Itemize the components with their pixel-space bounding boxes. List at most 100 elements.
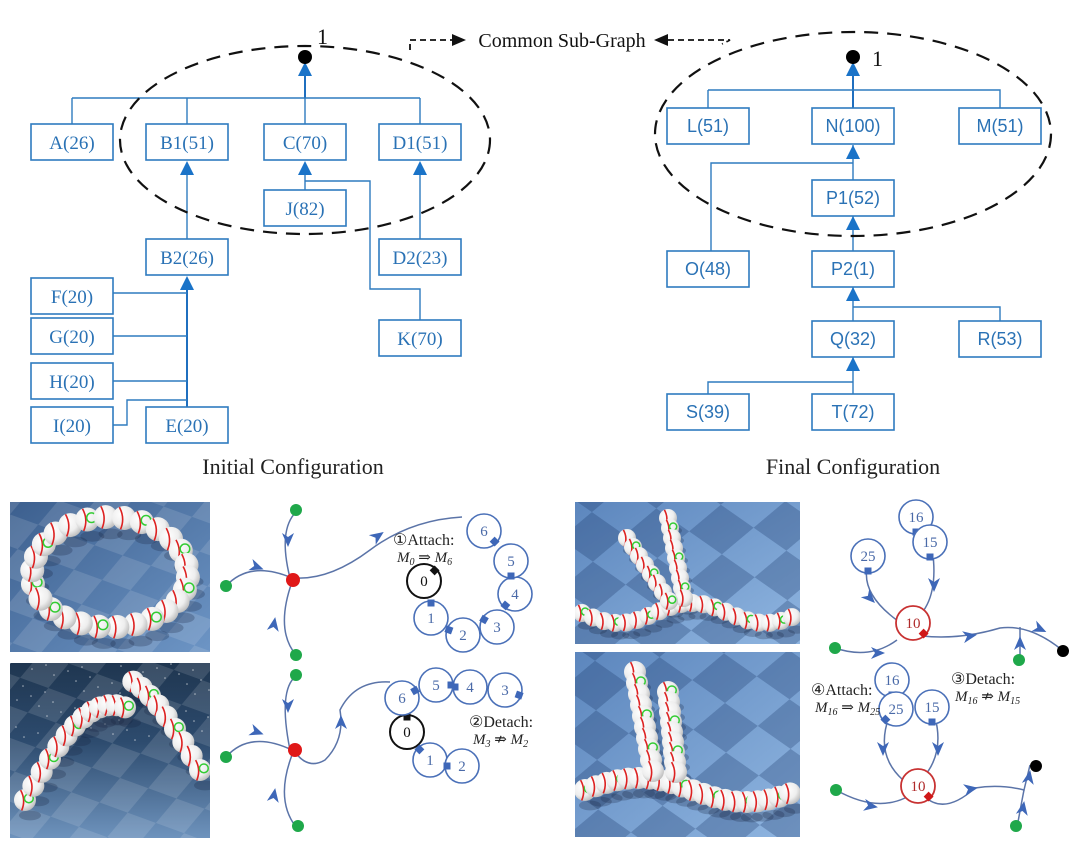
star-dot <box>22 685 24 687</box>
flow-chevron-icon <box>1021 770 1034 785</box>
sphere-body <box>779 782 800 805</box>
module-5: 5 <box>418 667 455 703</box>
module-6: 6 <box>384 680 420 716</box>
link-curve <box>924 764 1031 805</box>
sphere-red-seam <box>621 613 626 632</box>
ball-shadow <box>145 630 170 642</box>
module-number: 1 <box>426 753 434 769</box>
tree-node-n: N(100) <box>811 107 895 145</box>
ball-shadow <box>622 631 641 640</box>
sphere-red-seam <box>61 725 67 747</box>
flow-chevron-icon <box>248 558 264 571</box>
star-dot <box>119 692 121 694</box>
arrow-head-icon <box>846 216 860 230</box>
ball-shadow <box>94 717 116 728</box>
sphere-green-connector <box>667 595 677 605</box>
tree-node-b2: B2(26) <box>145 238 229 276</box>
ball-shadow <box>677 612 696 621</box>
module-number: 15 <box>925 700 940 716</box>
panel-content <box>10 663 210 838</box>
sphere-green-connector <box>198 763 210 774</box>
node-label: H(20) <box>49 372 94 393</box>
ball-shadow <box>80 530 105 542</box>
sphere-red-seam <box>599 612 604 630</box>
step-title: ③Detach: <box>951 671 1015 688</box>
star-dot <box>74 707 76 709</box>
sphere-red-seam <box>28 775 33 797</box>
panel-content <box>575 652 800 837</box>
sphere-body <box>665 761 687 783</box>
node-box <box>666 107 750 145</box>
star-dot <box>53 674 55 676</box>
render-panel-4 <box>575 652 800 837</box>
tree-node-d1: D1(51) <box>378 123 462 161</box>
connector-port-icon <box>427 599 435 607</box>
render-panel-1 <box>10 502 210 652</box>
module-2: 2 <box>443 748 480 784</box>
module-sphere <box>93 505 118 530</box>
star-dot <box>118 719 120 721</box>
node-box <box>811 179 895 217</box>
ball-shadow <box>110 638 135 650</box>
panel-content <box>10 502 210 652</box>
tree-node-h: H(20) <box>30 362 114 400</box>
sphere-red-seam <box>698 783 704 805</box>
star-dot <box>201 730 203 732</box>
module-number: 6 <box>480 524 488 540</box>
edge-line <box>710 162 853 251</box>
leaf-node-green <box>290 504 302 516</box>
ball-shadow <box>611 790 634 801</box>
arrow-head-icon <box>846 357 860 371</box>
star-dot <box>134 739 136 741</box>
connector-port-icon <box>500 600 511 611</box>
flow-chevron-icon <box>282 533 294 547</box>
flow-chevron-icon <box>963 784 978 797</box>
ball-shadow <box>773 807 796 818</box>
node-label: P2(1) <box>831 259 875 279</box>
ball-shadow <box>632 788 655 799</box>
module-sphere <box>779 782 800 805</box>
render-panel-2 <box>10 663 210 838</box>
ball-shadow <box>102 715 125 726</box>
node-box <box>145 238 229 276</box>
module-number: 4 <box>466 680 474 696</box>
step-formula: M0 ⇒ M6 <box>396 550 452 568</box>
module-10: 10 <box>900 768 936 804</box>
tree-node-k: K(70) <box>378 319 462 357</box>
ball-shadow <box>754 631 773 640</box>
node-label: M(51) <box>976 116 1023 136</box>
sphere-red-seam <box>754 614 759 632</box>
node-box <box>958 320 1042 358</box>
ball-shadow <box>159 622 184 634</box>
edge-line <box>708 89 1001 108</box>
sphere-red-seam <box>644 607 648 625</box>
step-title: ②Detach: <box>469 714 533 731</box>
sphere-red-seam <box>100 505 105 529</box>
tree-node-e: E(20) <box>145 406 229 444</box>
sphere-red-seam <box>647 760 653 782</box>
star-dot <box>186 683 188 685</box>
link-curve <box>225 569 293 587</box>
tree-node-q: Q(32) <box>811 320 895 358</box>
connector-port-icon <box>410 685 420 696</box>
node-label: B1(51) <box>160 133 214 154</box>
module-sphere <box>660 592 678 610</box>
leaf-node-green <box>829 642 841 654</box>
sphere-red-seam <box>19 789 25 811</box>
star-dot <box>112 733 114 735</box>
link-curve <box>294 516 463 579</box>
sphere-red-seam <box>36 761 42 783</box>
module-sphere <box>86 614 111 639</box>
ball-shadow <box>740 812 763 823</box>
module-sphere <box>28 586 53 611</box>
common-subgraph-callout: Common Sub-Graph <box>409 30 731 52</box>
star-dot <box>194 693 196 695</box>
arrow-left-icon <box>654 34 668 46</box>
sphere-red-seam <box>93 615 99 639</box>
connector-port-icon <box>429 565 440 576</box>
link-curve <box>284 511 297 579</box>
module-15: 15 <box>912 524 948 561</box>
node-label: T(72) <box>831 402 874 422</box>
star-dot <box>200 679 202 681</box>
